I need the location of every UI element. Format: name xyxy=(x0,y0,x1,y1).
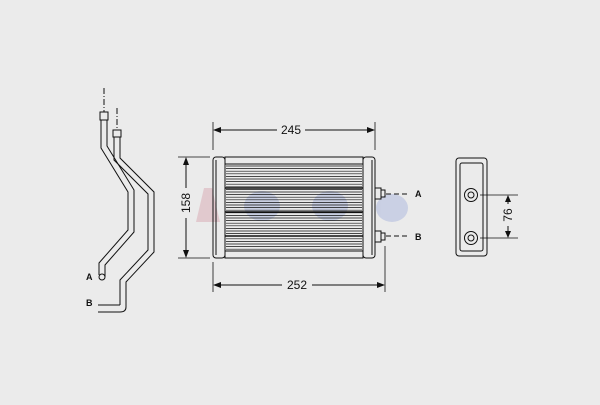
dimension-height-label: 158 xyxy=(179,193,193,213)
side-view-port-a xyxy=(464,188,478,202)
dimension-top-width xyxy=(212,122,376,150)
heater-core xyxy=(212,156,376,259)
side-view xyxy=(455,157,488,257)
pipe-label-a: A xyxy=(86,272,93,282)
connector-a-tip xyxy=(380,189,386,198)
connector-a-body xyxy=(374,187,382,200)
pipe-a-end xyxy=(98,273,106,281)
side-view-port-b xyxy=(464,231,478,245)
core-bottom-plate xyxy=(224,250,364,259)
dimension-height xyxy=(178,156,210,259)
core-fins xyxy=(225,165,363,250)
core-right-tank xyxy=(362,156,376,259)
connector-label-b: B xyxy=(415,232,422,242)
dimension-side-spacing xyxy=(480,194,518,239)
connector-b-tip xyxy=(380,232,386,241)
connector-b-body xyxy=(374,230,382,243)
side-view-body xyxy=(455,157,488,257)
watermark-logo xyxy=(196,188,408,222)
dimension-bottom-width-label: 252 xyxy=(287,278,307,292)
pipe-end-cap xyxy=(99,111,109,121)
connector-label-a: A xyxy=(415,189,422,199)
pipe-end-cap xyxy=(112,129,122,138)
pipe-assembly xyxy=(98,88,155,313)
pipe-label-b: B xyxy=(86,298,93,308)
core-fin-area xyxy=(224,163,364,252)
side-view-port-b-inner xyxy=(467,234,475,242)
pipe-a xyxy=(104,120,135,277)
pipe-b xyxy=(113,137,149,305)
dimension-side-spacing-label: 76 xyxy=(501,208,515,222)
core-top-plate xyxy=(224,156,364,165)
pipe-a xyxy=(98,120,129,275)
core-connectors xyxy=(374,187,410,243)
side-view-port-a-inner xyxy=(467,191,475,199)
side-view-inner xyxy=(459,162,484,252)
pipe-b xyxy=(98,137,155,313)
dimension-top-width-label: 245 xyxy=(281,123,301,137)
dimension-bottom-width xyxy=(212,246,386,292)
